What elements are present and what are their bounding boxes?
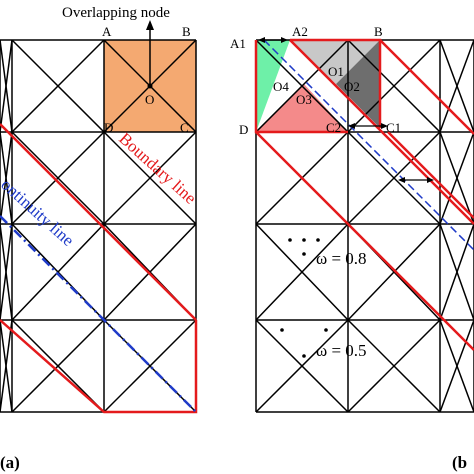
node-label-o: O <box>145 92 154 107</box>
grid-line <box>347 223 441 321</box>
node-label-o2: O2 <box>344 79 360 94</box>
green-triangle-fill <box>256 40 290 132</box>
node-dots <box>280 238 328 358</box>
grid-line <box>439 39 474 133</box>
panel-a-boundary-lines <box>0 123 198 414</box>
node-label-c2: C2 <box>326 120 341 135</box>
grid-line <box>103 131 197 225</box>
panel-b-continuity-line <box>263 39 474 251</box>
grid-line <box>347 319 441 413</box>
grid-line <box>103 319 197 413</box>
grid-line <box>11 319 105 413</box>
pink-triangle-fill <box>256 84 348 132</box>
grid-line <box>0 39 13 133</box>
node-label-a1: A1 <box>230 36 246 51</box>
node-label-o4: O4 <box>273 79 289 94</box>
boundary-diag-3 <box>379 39 474 135</box>
grid-line <box>255 39 349 133</box>
grid-line <box>255 319 349 413</box>
boundary-diag-4 <box>387 131 474 219</box>
node-label-c: C <box>180 120 189 135</box>
grid-line <box>103 223 197 321</box>
node-label-a2: A2 <box>292 24 308 39</box>
node-label-a: A <box>102 24 112 39</box>
boundary-line-lower <box>0 319 198 414</box>
grid-line <box>255 223 349 321</box>
grid-line <box>11 223 105 321</box>
grid-line <box>347 39 441 133</box>
highlighted-cells <box>104 40 380 132</box>
boundary-diag-2 <box>255 131 474 351</box>
panel-b-label: (b <box>452 453 467 472</box>
grid-line <box>347 131 441 225</box>
overlap-node-title: Overlapping node <box>62 5 170 21</box>
node-label-o1: O1 <box>328 64 344 79</box>
node-label-c1: C1 <box>386 120 401 135</box>
node-label-b2: B <box>374 24 383 39</box>
grid-line <box>0 131 13 225</box>
offset-arrows <box>258 37 434 183</box>
overlap-node-dot <box>147 83 153 89</box>
panel-b-boundary-lines <box>254 38 474 351</box>
grid-line <box>11 131 105 225</box>
overlap-node-arrow <box>146 20 154 86</box>
grid-line <box>439 131 474 225</box>
panel-a-label: (a) <box>0 453 20 472</box>
continuity-line <box>0 215 197 413</box>
grid-line <box>11 39 105 133</box>
grid-line <box>0 319 13 413</box>
boundary-line-upper <box>0 123 197 321</box>
node-label-o3: O3 <box>296 92 312 107</box>
node-label-d: D <box>104 120 113 135</box>
boundary-diag-1 <box>289 39 474 225</box>
grid-line <box>439 319 474 413</box>
grid-line <box>439 223 474 321</box>
light-gray-triangle-fill <box>290 40 380 84</box>
node-label-b: B <box>182 24 191 39</box>
node-label-d2: D <box>239 122 248 137</box>
omega-label-1: ω = 0.8 <box>316 249 367 268</box>
grid-line <box>0 223 13 321</box>
omega-label-2: ω = 0.5 <box>316 341 367 360</box>
